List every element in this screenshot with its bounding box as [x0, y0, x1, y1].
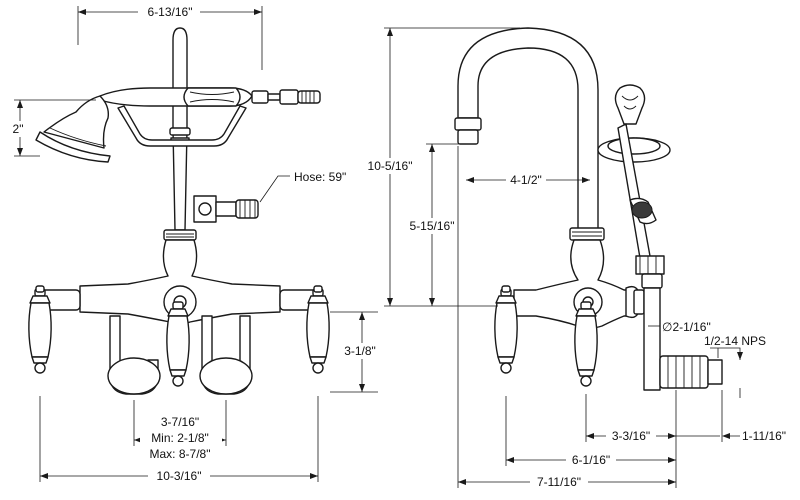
front-view — [28, 27, 330, 395]
shank-length-label: 1-11/16" — [742, 429, 786, 443]
spout-height-label: 5-15/16" — [410, 219, 455, 233]
front-dimensions: 6-13/16" 2" Hose: 59" 3-1/8" 3-7/16" Min… — [8, 4, 384, 484]
side-lever-back — [494, 288, 518, 374]
spout-reach-label: 4-1/2" — [510, 173, 542, 187]
overall-height-label: 10-5/16" — [368, 159, 413, 173]
front-lever-center — [166, 301, 190, 387]
side-handshower-hook — [614, 84, 646, 125]
handle-height-label: 3-1/8" — [344, 344, 376, 358]
handshower-height-label: 2" — [13, 122, 24, 136]
hose-connector — [297, 90, 321, 104]
flange-diameter-label: ∅2-1/16" — [662, 320, 711, 334]
front-width-label: 6-13/16" — [148, 5, 193, 19]
side-dimensions: 10-5/16" 5-15/16" 4-1/2" ∅2-1/16" 1/2-14… — [366, 27, 786, 490]
wall-to-handle-label: 6-1/16" — [572, 453, 610, 467]
side-lever-front — [574, 301, 598, 387]
side-valve-body — [513, 239, 635, 329]
front-lever-left — [28, 288, 52, 374]
connector-thread-label: 1/2-14 NPS — [704, 334, 766, 348]
handshower-head — [43, 95, 110, 149]
wall-to-center-label: 3-3/16" — [612, 429, 650, 443]
overall-width-label: 10-3/16" — [157, 469, 202, 483]
side-view — [454, 27, 723, 391]
hose-length-label: Hose: 59" — [294, 170, 346, 184]
gooseneck-spout — [457, 27, 599, 231]
front-lever-right — [306, 288, 330, 374]
handshower-cradle — [117, 105, 247, 147]
supply-riser — [643, 287, 661, 391]
wall-to-spout-label: 7-11/16" — [537, 475, 581, 489]
center-min-label: Min: 2-1/8" — [151, 431, 209, 445]
center-spacing-label: 3-7/16" — [161, 415, 199, 429]
center-max-label: Max: 8-7/8" — [150, 447, 211, 461]
